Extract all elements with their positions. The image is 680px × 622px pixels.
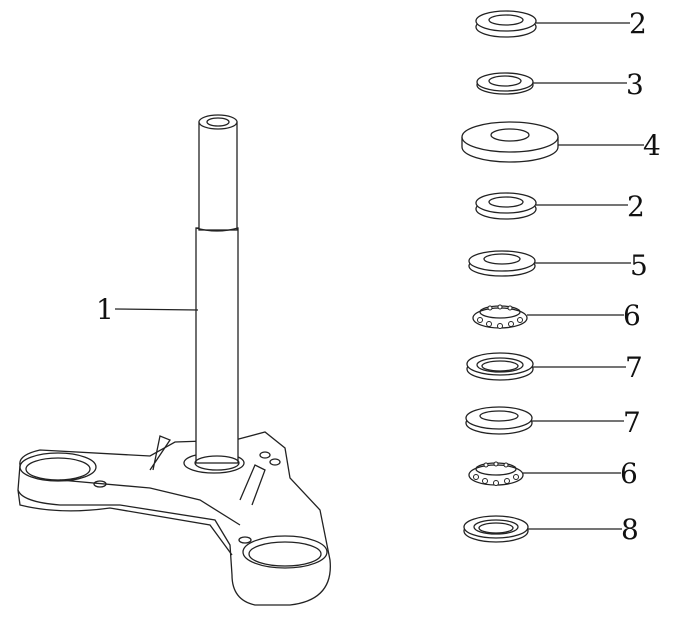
callout-label-upper-ball-bearing: 6	[623, 299, 641, 332]
upper-cone-race-drawing	[468, 250, 536, 277]
lower-bearing-race-drawing	[465, 406, 533, 435]
dust-seal-drawing	[463, 515, 529, 543]
callout-label-lock-nut-upper: 2	[629, 7, 647, 40]
lower-ball-bearing-drawing	[468, 461, 524, 486]
lock-nut-upper-drawing	[475, 10, 537, 38]
callout-label-dust-seal: 8	[621, 513, 639, 546]
callout-label-upper-bearing-race: 7	[625, 351, 643, 384]
washer-drawing	[476, 72, 534, 95]
lock-nut-lower-drawing	[475, 192, 537, 220]
callout-label-lock-nut-lower: 2	[627, 190, 645, 223]
callout-label-dust-cover: 4	[643, 129, 661, 162]
callout-label-steering-stem: 1	[96, 293, 114, 326]
dust-cover-drawing	[461, 121, 559, 163]
callout-label-lower-bearing-race: 7	[623, 406, 641, 439]
upper-ball-bearing-drawing	[472, 304, 528, 329]
upper-bearing-race-drawing	[466, 352, 534, 381]
callout-label-lower-ball-bearing: 6	[620, 457, 638, 490]
leader-lines	[114, 22, 644, 530]
callout-label-washer: 3	[626, 68, 644, 101]
callout-label-upper-cone-race: 5	[630, 249, 648, 282]
steering-stem-assembly	[17, 114, 331, 606]
